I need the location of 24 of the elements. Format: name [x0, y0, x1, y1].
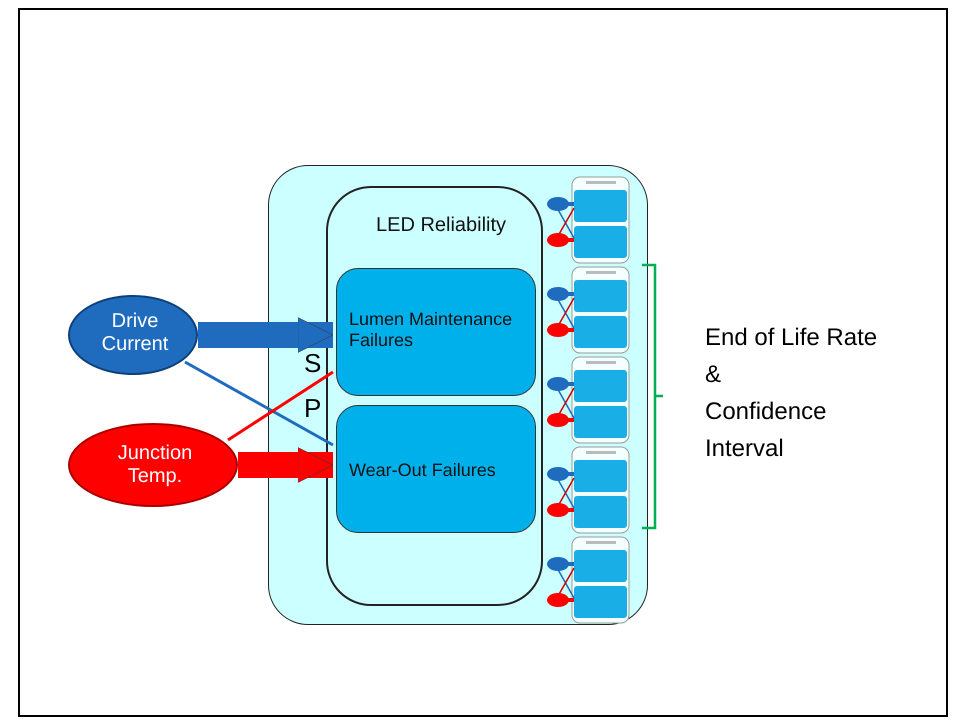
diagram-thumbnail-drawing	[546, 176, 631, 264]
diagram-thumbnail-drawing	[546, 536, 631, 624]
connector-line	[184, 360, 334, 446]
box-label: Lumen Maintenance Failures	[349, 309, 514, 350]
connector-line	[227, 370, 334, 442]
arrow	[198, 317, 334, 353]
box-label: Wear-Out Failures	[349, 460, 497, 481]
annotation-text: &	[705, 363, 722, 387]
arrow	[238, 447, 334, 483]
process-box	[336, 268, 536, 396]
process-box	[336, 405, 536, 533]
ellipse-label: Drive Current	[100, 310, 170, 356]
diagram-thumbnail-drawing	[546, 446, 631, 534]
annotation-text: End of Life Rate	[705, 326, 878, 350]
panel-title: LED Reliability	[376, 214, 508, 237]
diagram-thumbnail-drawing	[546, 266, 631, 354]
letter-label: S	[304, 350, 322, 376]
panel	[268, 165, 648, 625]
container-panel	[326, 186, 543, 606]
annotation-text: Confidence	[705, 400, 826, 424]
letter-label: P	[304, 395, 322, 421]
annotation-text: Interval	[705, 437, 784, 461]
ellipse-label: Junction Temp.	[116, 442, 194, 488]
diagram-thumbnail-drawing	[546, 356, 631, 444]
